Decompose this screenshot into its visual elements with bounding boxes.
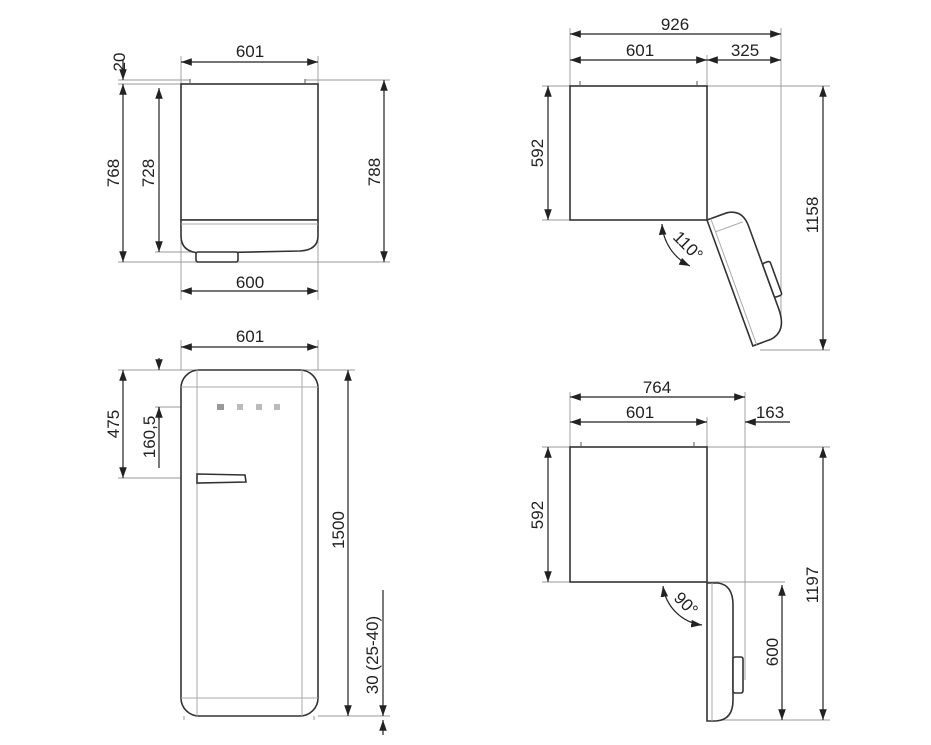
fridge-body-top	[180, 83, 319, 221]
fridge-body-top	[569, 85, 708, 221]
dim-width-bottom: 600	[236, 273, 264, 292]
fridge-front	[180, 369, 319, 717]
dim-total-depth: 1197	[803, 567, 822, 604]
dim-depth-inner: 728	[139, 159, 158, 187]
top-view-open-110: 110° 926 601 325 592 1158	[528, 15, 830, 351]
dim-width-top: 601	[236, 42, 264, 61]
fridge-body-top	[569, 446, 708, 583]
smeg-logo	[217, 404, 280, 410]
dim-front-width: 601	[236, 327, 264, 346]
dim-body-depth: 592	[528, 139, 547, 167]
dim-door-extra: 325	[731, 41, 759, 60]
dim-logo-from-top: 160,5	[140, 416, 159, 459]
dim-total-width: 764	[643, 378, 671, 397]
dim-handle-from-top: 475	[104, 410, 123, 438]
door-handle	[196, 473, 247, 484]
top-view-open-90: 90° 764 601 163 592 600 1197	[528, 378, 830, 722]
front-view: 601 475 160,5 1500 30 (25-40)	[104, 327, 390, 735]
dim-total-width: 926	[661, 15, 689, 34]
dim-total-depth: 1158	[803, 197, 822, 234]
fridge-door-open	[705, 211, 783, 347]
dim-feet: 30 (25-40)	[363, 616, 382, 694]
dim-door-depth: 600	[763, 638, 782, 666]
angle-110: 110°	[669, 227, 706, 264]
dim-body-width: 601	[626, 41, 654, 60]
angle-90: 90°	[670, 588, 702, 620]
dim-height: 1500	[329, 511, 348, 549]
top-view-closed: 601 20 768 728 788 600	[104, 42, 390, 300]
dim-body-width: 601	[626, 403, 654, 422]
dim-depth-body: 768	[104, 159, 123, 187]
fridge-door-top	[180, 219, 319, 254]
door-handle	[195, 251, 239, 263]
dim-door-extra: 163	[756, 403, 784, 422]
fridge-door-open	[706, 582, 744, 722]
dim-top-offset: 20	[110, 53, 129, 72]
dim-body-depth: 592	[528, 501, 547, 529]
dim-depth-total: 788	[365, 158, 384, 186]
